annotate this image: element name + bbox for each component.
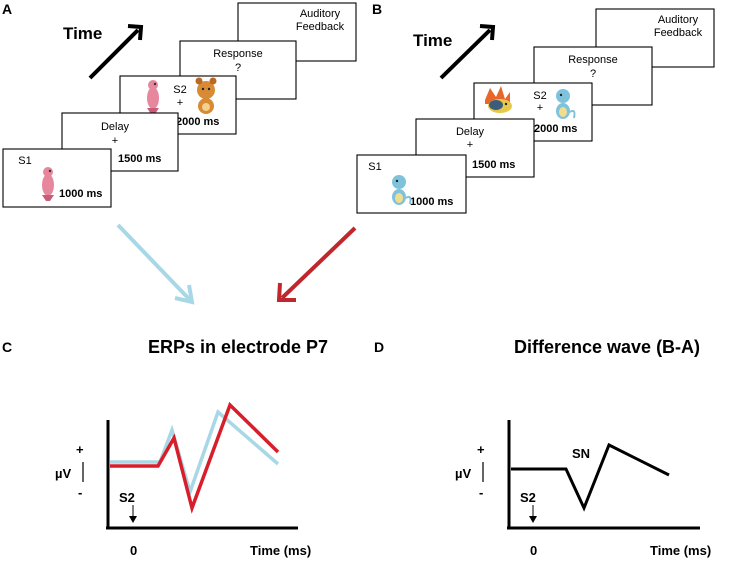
panel-b-feedback-line2: Feedback [654,27,703,39]
panel-a-s1-box [2,148,112,208]
condition-b-arrow [276,226,357,302]
panel-d-plus: + [477,442,485,457]
panel-b-s2-label: S2 [533,90,546,102]
panel-c-condition-a-wave [110,408,280,498]
panel-a-delay-label: Delay [101,121,130,133]
panel-b-s2-duration: 2000 ms [534,123,577,135]
panel-a-feedback-line2: Feedback [296,21,345,33]
panel-a-delay-duration: 1500 ms [118,153,161,165]
bear-creature-icon [195,77,217,114]
panel-b-s1-duration: 1000 ms [410,196,453,208]
panel-b: B Time Auditory Feedback Response ? S2 +… [356,1,715,214]
panel-c: C ERPs in electrode P7 + µV - S2 0 Time … [2,337,328,558]
condition-a-arrow [116,223,195,305]
panel-b-s1-label: S1 [368,161,381,173]
panel-c-title: ERPs in electrode P7 [148,337,328,357]
panel-b-delay-duration: 1500 ms [472,159,515,171]
panel-d-title: Difference wave (B-A) [514,337,700,357]
panel-a-response-symbol: ? [235,62,241,74]
panel-c-minus: - [78,485,82,500]
panel-b-feedback-line1: Auditory [658,14,699,26]
pink-creature-icon [42,167,54,201]
panel-c-plus: + [76,442,84,457]
panel-b-delay-label: Delay [456,126,485,138]
panel-a-time-label: Time [63,24,102,43]
panel-b-s1-box [356,154,467,214]
panel-a-time-arrowhead [127,24,144,41]
panel-c-marker: S2 [119,490,135,505]
panel-b-time-arrow [439,28,492,80]
blue-creature-icon [392,175,412,205]
panel-d-component-label: SN [572,446,590,461]
panel-a: A Time Auditory Feedback Response ? S2 +… [2,1,357,208]
panel-a-s1-duration: 1000 ms [59,188,102,200]
panel-b-time-arrowhead [479,24,496,41]
panel-d-zero: 0 [530,543,537,558]
panel-c-zero: 0 [130,543,137,558]
panel-c-xlabel: Time (ms) [250,543,311,558]
panel-a-response-label: Response [213,48,263,60]
panel-a-label: A [2,1,12,17]
panel-a-s2-label: S2 [173,84,186,96]
panel-b-time-label: Time [413,31,452,50]
panel-a-feedback-box [237,2,357,62]
panel-a-s2-duration: 2000 ms [176,116,219,128]
panel-d-label: D [374,339,384,355]
panel-a-delay-symbol: + [112,135,118,147]
panel-c-unit: µV [55,466,71,481]
panel-d-unit: µV [455,466,471,481]
pink-creature-icon [147,80,159,114]
panel-c-condition-b-wave [110,401,280,514]
panel-a-s1-label: S1 [18,155,31,167]
panel-d-marker: S2 [520,490,536,505]
panel-c-label: C [2,339,12,355]
panel-d-minus: - [479,485,483,500]
panel-a-s2-symbol: + [177,97,183,109]
panel-b-response-label: Response [568,54,618,66]
panel-d-xlabel: Time (ms) [650,543,711,558]
panel-a-feedback-line1: Auditory [300,8,341,20]
panel-b-response-symbol: ? [590,68,596,80]
panel-d: D Difference wave (B-A) + µV - S2 0 Time… [374,337,711,558]
panel-d-difference-wave [511,442,670,512]
fire-creature-icon [485,86,512,113]
panel-a-time-arrow [88,28,140,80]
panel-b-s2-symbol: + [537,102,543,114]
blue-creature-icon [556,89,576,119]
panel-b-label: B [372,1,382,17]
panel-b-delay-symbol: + [467,139,473,151]
panel-b-response-box [533,46,653,106]
